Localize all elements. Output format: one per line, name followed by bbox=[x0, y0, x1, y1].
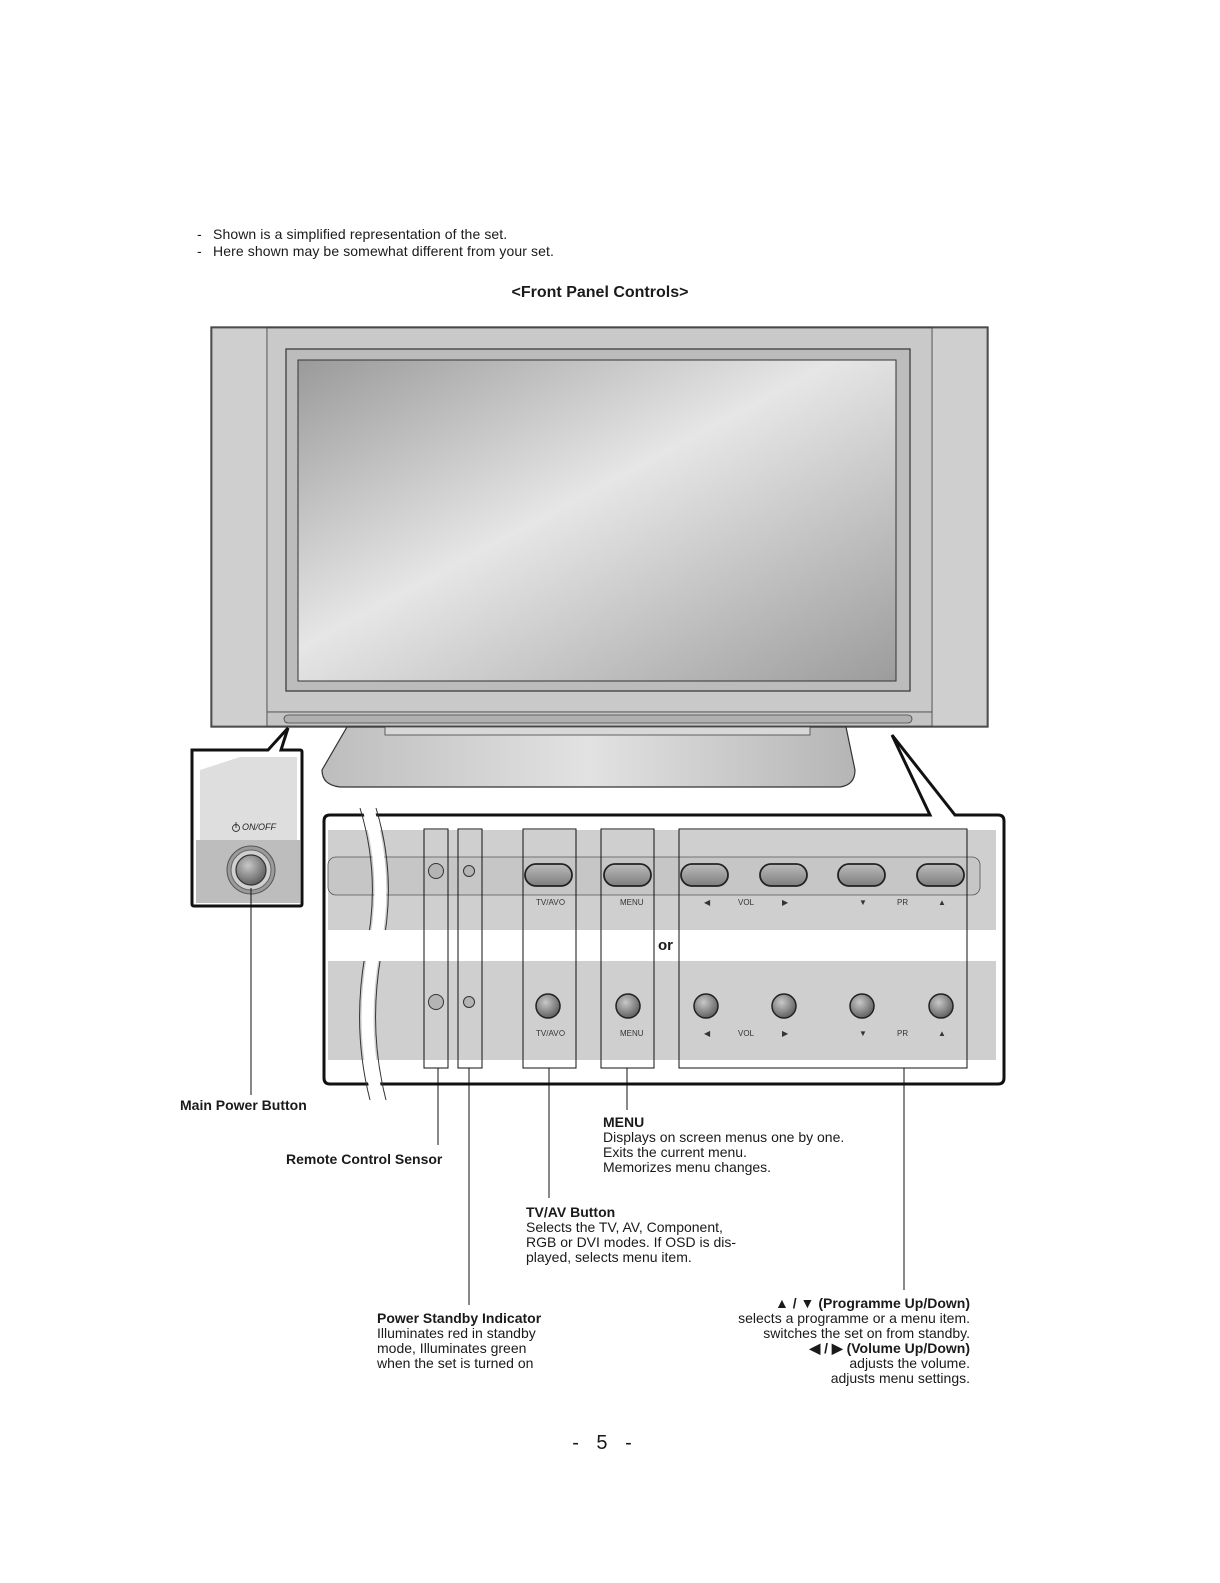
callout-main-power: Main Power Button bbox=[180, 1097, 307, 1113]
or-label: or bbox=[658, 937, 673, 954]
stand bbox=[321, 726, 856, 788]
right-arrow-icon: ▶ bbox=[782, 1029, 789, 1038]
callout-menu: MENU Displays on screen menus one by one… bbox=[603, 1114, 845, 1175]
callout-tvav: TV/AV Button Selects the TV, AV, Compone… bbox=[526, 1204, 737, 1265]
label-vol-top: VOL bbox=[738, 898, 755, 907]
label-pr-top: PR bbox=[897, 898, 908, 907]
section-title: <Front Panel Controls> bbox=[511, 284, 689, 301]
control-slot bbox=[283, 714, 913, 724]
label-menu-bottom: MENU bbox=[620, 1029, 644, 1038]
leader-lines bbox=[250, 888, 905, 1305]
tv-set bbox=[210, 326, 989, 788]
panel-zoom-bubble: TV/AV MENU ◀ VOL ▶ ▼ PR ▲ TV/AV MENU ◀ V… bbox=[322, 734, 1006, 1101]
label-tvav-bottom: TV/AV bbox=[536, 1029, 559, 1038]
note-different: -Here shown may be somewhat different fr… bbox=[197, 243, 554, 259]
left-speaker bbox=[211, 327, 268, 727]
up-down-icon: ▲ / ▼ bbox=[775, 1295, 815, 1311]
top-row-buttons bbox=[524, 863, 965, 887]
stand-neck bbox=[384, 726, 811, 736]
bottom-row-buttons bbox=[535, 993, 954, 1019]
down-arrow-icon: ▼ bbox=[859, 1029, 867, 1038]
right-speaker bbox=[931, 327, 988, 727]
onoff-label: ON/OFF bbox=[242, 822, 276, 832]
up-arrow-icon: ▲ bbox=[938, 898, 946, 907]
label-menu-top: MENU bbox=[620, 898, 644, 907]
label-pr-bottom: PR bbox=[897, 1029, 908, 1038]
note-simplified: -Shown is a simplified representation of… bbox=[197, 226, 508, 242]
left-arrow-icon: ◀ bbox=[704, 898, 711, 907]
left-arrow-icon: ◀ bbox=[704, 1029, 711, 1038]
callout-remote-sensor: Remote Control Sensor bbox=[286, 1151, 443, 1167]
callout-standby: Power Standby Indicator Illuminates red … bbox=[377, 1310, 542, 1371]
label-tvav-top: TV/AV bbox=[536, 898, 559, 907]
left-right-icon: ◀ / ▶ bbox=[809, 1340, 843, 1356]
callout-programme: ▲ / ▼ (Programme Up/Down) selects a prog… bbox=[738, 1295, 970, 1386]
up-arrow-icon: ▲ bbox=[938, 1029, 946, 1038]
page-number: - 5 - bbox=[572, 1432, 638, 1454]
right-arrow-icon: ▶ bbox=[782, 898, 789, 907]
down-arrow-icon: ▼ bbox=[859, 898, 867, 907]
power-zoom-bubble bbox=[190, 726, 304, 908]
screen bbox=[297, 359, 897, 682]
label-vol-bottom: VOL bbox=[738, 1029, 755, 1038]
